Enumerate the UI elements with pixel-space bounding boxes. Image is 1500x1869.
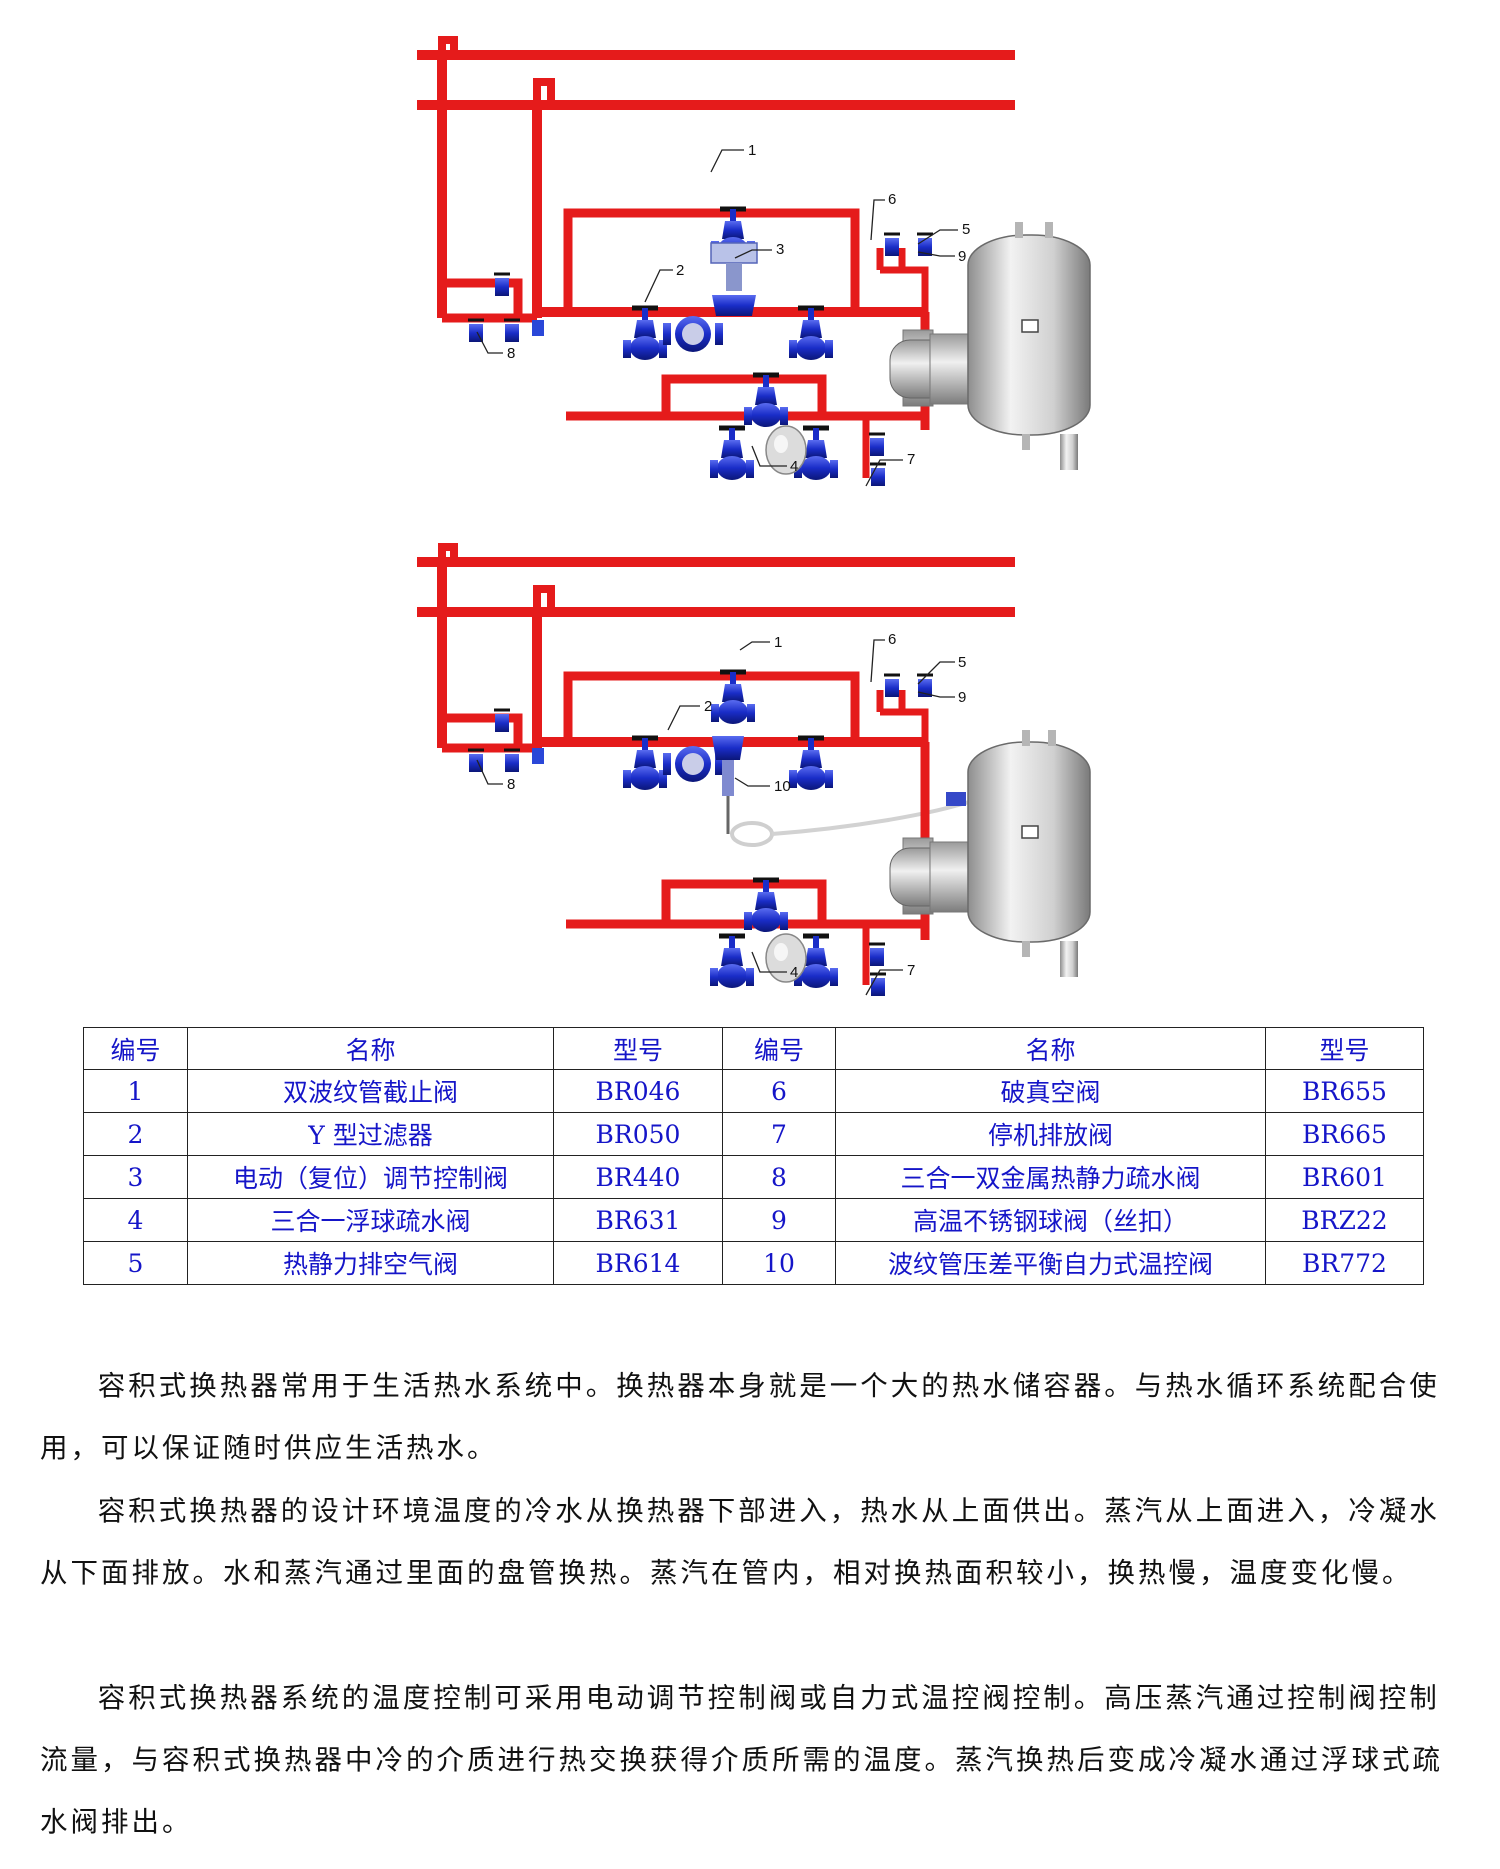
cell-model: BR665: [1265, 1112, 1424, 1156]
table-row: 5 热静力排空气阀 BR614 10 波纹管压差平衡自力式温控阀 BR772: [83, 1241, 1424, 1285]
callout-label: 6: [888, 631, 896, 648]
callout-label: 7: [907, 962, 915, 979]
paragraph-control: 容积式换热器系统的温度控制可采用电动调节控制阀或自力式温控阀控制。高压蒸汽通过控…: [40, 1682, 1443, 1838]
cell-name: 波纹管压差平衡自力式温控阀: [835, 1241, 1266, 1285]
cell-name: 高温不锈钢球阀（丝扣）: [835, 1198, 1266, 1242]
column-header-number: 编号: [722, 1027, 836, 1070]
column-header-model: 型号: [1265, 1027, 1424, 1070]
cell-name: 热静力排空气阀: [187, 1241, 554, 1285]
cell-name: 双波纹管截止阀: [187, 1069, 554, 1113]
table-row: 1 双波纹管截止阀 BR046 6 破真空阀 BR655: [83, 1069, 1424, 1113]
cell-number: 3: [83, 1155, 188, 1199]
cell-name: 停机排放阀: [835, 1112, 1266, 1156]
callout-label: 10: [774, 778, 791, 795]
callout-label: 6: [888, 191, 896, 208]
callout-label: 8: [507, 776, 515, 793]
cell-model: BR601: [1265, 1155, 1424, 1199]
callout-label: 8: [507, 345, 515, 362]
cell-name: Y 型过滤器: [187, 1112, 554, 1156]
paragraph-intro: 容积式换热器常用于生活热水系统中。换热器本身就是一个大的热水储容器。与热水循环系…: [40, 1370, 1440, 1464]
callout-label: 4: [790, 964, 798, 981]
callout-label: 5: [962, 221, 970, 238]
callout-label: 9: [958, 248, 966, 265]
cell-number: 9: [722, 1198, 836, 1242]
cell-model: BR631: [553, 1198, 723, 1242]
callout-label: 9: [958, 689, 966, 706]
callout-label: 1: [748, 142, 756, 159]
cell-name: 三合一双金属热静力疏水阀: [835, 1155, 1266, 1199]
cell-model: BR655: [1265, 1069, 1424, 1113]
cell-model: BR046: [553, 1069, 723, 1113]
cell-number: 6: [722, 1069, 836, 1113]
cell-model: BR050: [553, 1112, 723, 1156]
cell-number: 7: [722, 1112, 836, 1156]
diagram-electric-control: 1 2 3 4 5 6 7 8 9: [417, 36, 1091, 488]
cell-number: 10: [722, 1241, 836, 1285]
cell-number: 4: [83, 1198, 188, 1242]
component-table: 编号 名称 型号 编号 名称 型号 1 双波纹管截止阀 BR046 6 破真空阀…: [83, 1027, 1424, 1285]
cell-name: 破真空阀: [835, 1069, 1266, 1113]
column-header-name: 名称: [835, 1027, 1266, 1070]
cell-model: BRZ22: [1265, 1198, 1424, 1242]
callout-label: 4: [790, 458, 798, 475]
cell-number: 8: [722, 1155, 836, 1199]
table-row: 3 电动（复位）调节控制阀 BR440 8 三合一双金属热静力疏水阀 BR601: [83, 1155, 1424, 1199]
valve-icon: [492, 272, 512, 298]
callout-label: 2: [704, 698, 712, 715]
cell-model: BR614: [553, 1241, 723, 1285]
cell-number: 2: [83, 1112, 188, 1156]
callout-label: 5: [958, 654, 966, 671]
column-header-number: 编号: [83, 1027, 188, 1070]
table-header-row: 编号 名称 型号 编号 名称 型号: [83, 1027, 1424, 1070]
cell-name: 三合一浮球疏水阀: [187, 1198, 554, 1242]
cell-model: BR772: [1265, 1241, 1424, 1285]
paragraph-operation: 容积式换热器的设计环境温度的冷水从换热器下部进入，热水从上面供出。蒸汽从上面进入…: [40, 1495, 1440, 1589]
table-row: 4 三合一浮球疏水阀 BR631 9 高温不锈钢球阀（丝扣） BRZ22: [83, 1198, 1424, 1242]
column-header-model: 型号: [553, 1027, 723, 1070]
cell-name: 电动（复位）调节控制阀: [187, 1155, 554, 1199]
callout-label: 7: [907, 451, 915, 468]
table-row: 2 Y 型过滤器 BR050 7 停机排放阀 BR665: [83, 1112, 1424, 1156]
cell-number: 1: [83, 1069, 188, 1113]
cell-model: BR440: [553, 1155, 723, 1199]
piping-diagrams: 1 2 3 4 5 6 7 8 9: [417, 36, 1091, 998]
callout-label: 1: [774, 634, 782, 651]
cell-number: 5: [83, 1241, 188, 1285]
column-header-name: 名称: [187, 1027, 554, 1070]
callout-label: 3: [776, 241, 784, 258]
diagram-self-acting-control: 1 2 4 5 6 7 8 9 10: [417, 543, 1091, 998]
callout-label: 2: [676, 262, 684, 279]
